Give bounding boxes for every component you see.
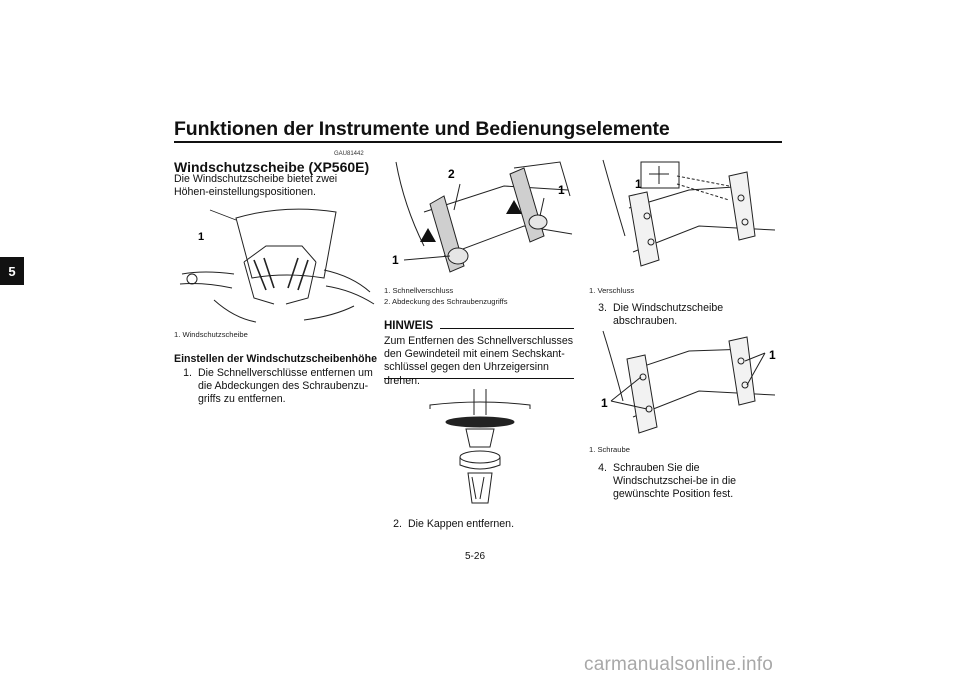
section-intro: Die Windschutzscheibe bietet zwei Höhen-… (174, 173, 338, 199)
step-item: 4.Schrauben Sie die Windschutzschei-be i… (598, 462, 737, 501)
chapter-tab: 5 (0, 257, 24, 285)
figure-callout: 1 (198, 231, 204, 243)
figure-callout: 1 (635, 177, 642, 191)
hinweis-text: Zum Entfernen des Schnellverschlusses de… (384, 335, 574, 387)
figure-callout: 1 (601, 396, 608, 410)
figure-caption: 2. Abdeckung des Schraubenzugriffs (384, 297, 508, 306)
adjust-heading: Einstellen der Windschutzscheibenhöhe (174, 353, 377, 365)
title-divider (174, 141, 782, 143)
figure-caption: 1. Verschluss (589, 286, 635, 295)
figure-caption: 1. Schraube (589, 445, 630, 454)
hinweis-bottom-line (384, 378, 574, 379)
figure-caption: 1. Schnellverschluss (384, 286, 454, 295)
step-item: 2.Die Kappen entfernen. (393, 518, 515, 530)
figure-callout: 1 (392, 253, 399, 267)
hinweis-top-line (440, 328, 574, 329)
figure-callout: 1 (558, 183, 565, 197)
figure-callout: 2 (448, 167, 455, 181)
step-item: 1.Die Schnellverschlüsse entfernen um di… (183, 367, 373, 406)
figure-fastener (429, 389, 531, 504)
page-title: Funktionen der Instrumente und Bedienung… (174, 118, 670, 140)
figure-quick-fasteners: 2 1 1 (392, 161, 573, 273)
figure-screws: 1 1 (601, 330, 776, 434)
section-heading: Windschutzscheibe (XP560E) (174, 159, 370, 175)
page-number: 5-26 (465, 551, 486, 562)
hinweis-label: HINWEIS (384, 320, 434, 332)
step-item: 3.Die Windschutzscheibe abschrauben. (598, 302, 724, 328)
section-code: GAU81442 (334, 151, 364, 157)
watermark: carmanualsonline.info (584, 654, 774, 675)
figure-lock: 1 (602, 159, 776, 267)
figure-callout: 1 (769, 348, 776, 362)
figure-windshield: 1 (179, 208, 375, 323)
figure-caption: 1. Windschutzscheibe (174, 330, 248, 339)
